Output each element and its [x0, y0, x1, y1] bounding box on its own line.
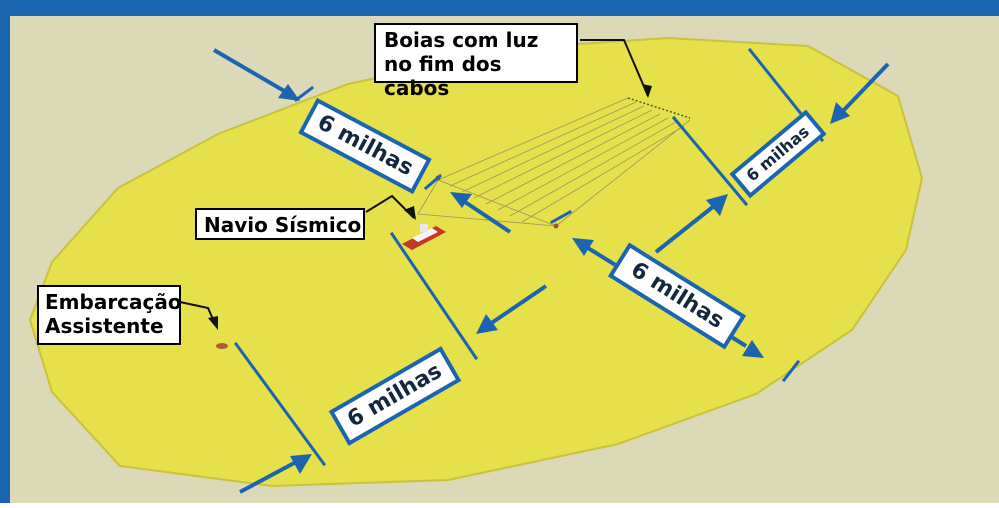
support-vessel-boat [216, 343, 228, 349]
buoys-callout-line-2: no fim dos cabos [384, 52, 502, 100]
support-vessel-line-1: Embarcação [45, 290, 182, 314]
tail-buoy [553, 223, 559, 229]
buoys-leader-arrowhead [642, 84, 652, 98]
support-leader-arrowhead [208, 316, 218, 330]
title-strip [24, 0, 464, 14]
seismic-vessel-label: Navio Sísmico [204, 213, 362, 237]
left-frame-bar [0, 0, 10, 503]
support-vessel-line-2: Assistente [45, 314, 164, 338]
buoys [627, 97, 691, 119]
seismic-vessel-ship [402, 224, 446, 250]
buoys-callout: Boias com luz no fim dos cabos [374, 23, 578, 100]
streamer-cables [417, 97, 691, 227]
support-vessel-callout: Embarcação Assistente [37, 285, 182, 345]
measurement-lines [233, 47, 825, 467]
seismic-vessel-callout: Navio Sísmico [195, 208, 365, 240]
vessel-leader-arrowhead [404, 206, 416, 220]
buoys-callout-line-1: Boias com luz [384, 28, 539, 52]
